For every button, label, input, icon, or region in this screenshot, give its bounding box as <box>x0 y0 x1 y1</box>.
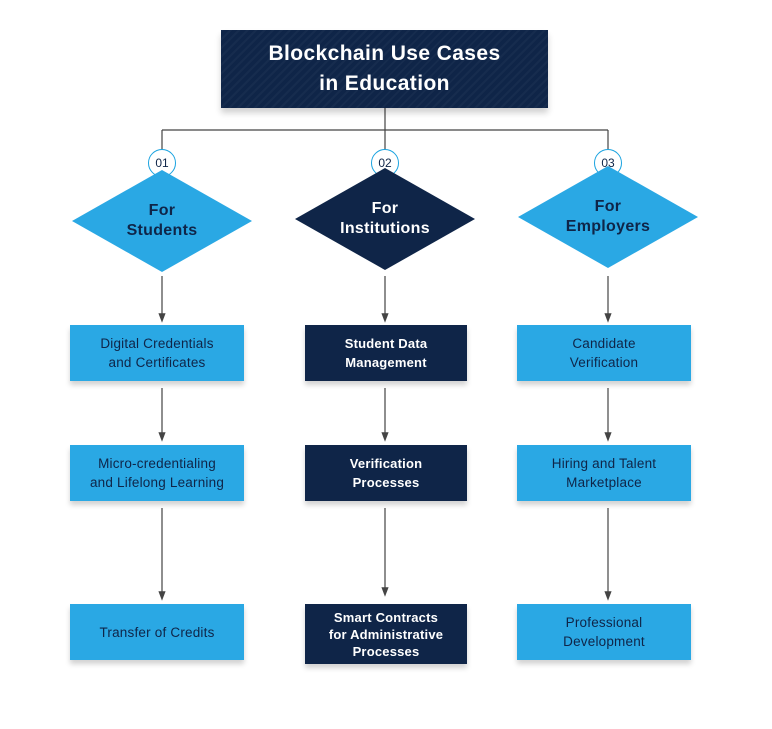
card-line-2: Verification <box>569 355 639 370</box>
card-line-2: and Certificates <box>108 355 206 370</box>
card-line-1: Micro-credentialing <box>98 456 216 471</box>
diamond-shape <box>518 166 698 268</box>
card-candidate-verification: Candidate Verification <box>517 325 691 381</box>
card-line-2: for Administrative <box>328 626 444 642</box>
diamond-shape <box>295 168 475 270</box>
diagram-title: Blockchain Use Cases in Education <box>221 30 548 108</box>
card-line-2: Marketplace <box>566 475 642 490</box>
title-line-1: Blockchain Use Cases <box>268 42 501 65</box>
card-line-2: Processes <box>352 475 420 490</box>
card-line-1: Smart Contracts <box>333 609 439 625</box>
card-student-data-management: Student Data Management <box>305 325 467 381</box>
card-digital-credentials: Digital Credentials and Certificates <box>70 325 244 381</box>
diamond-shape <box>72 170 252 272</box>
card-line-1: Candidate <box>572 336 636 351</box>
diamond-for-institutions: For Institutions <box>295 168 475 270</box>
card-line-1: Professional <box>565 615 643 630</box>
diamond-line-2: Employers <box>565 218 651 235</box>
card-smart-contracts: Smart Contracts for Administrative Proce… <box>305 604 467 664</box>
diamond-line-2: Students <box>126 222 198 239</box>
diamond-line-1: For <box>148 202 176 219</box>
card-professional-development: Professional Development <box>517 604 691 660</box>
diamond-line-1: For <box>594 198 622 215</box>
diamond-for-employers: For Employers <box>518 166 698 268</box>
diamond-line-2: Institutions <box>340 220 430 237</box>
card-line-2: and Lifelong Learning <box>89 475 225 490</box>
card-verification-processes: Verification Processes <box>305 445 467 501</box>
card-line-1: Student Data <box>344 336 428 351</box>
card-line-1: Verification <box>349 456 423 471</box>
card-transfer-of-credits: Transfer of Credits <box>70 604 244 660</box>
title-line-2: in Education <box>319 72 450 95</box>
diamond-line-1: For <box>371 200 399 217</box>
card-line-2: Management <box>345 355 427 370</box>
card-line-1: Digital Credentials <box>100 336 214 351</box>
card-line-3: Processes <box>352 643 420 659</box>
card-line-1: Transfer of Credits <box>99 624 215 640</box>
card-micro-credentialing: Micro-credentialing and Lifelong Learnin… <box>70 445 244 501</box>
card-hiring-talent-marketplace: Hiring and Talent Marketplace <box>517 445 691 501</box>
card-line-1: Hiring and Talent <box>551 456 657 471</box>
diamond-for-students: For Students <box>72 170 252 272</box>
card-line-2: Development <box>563 634 645 649</box>
